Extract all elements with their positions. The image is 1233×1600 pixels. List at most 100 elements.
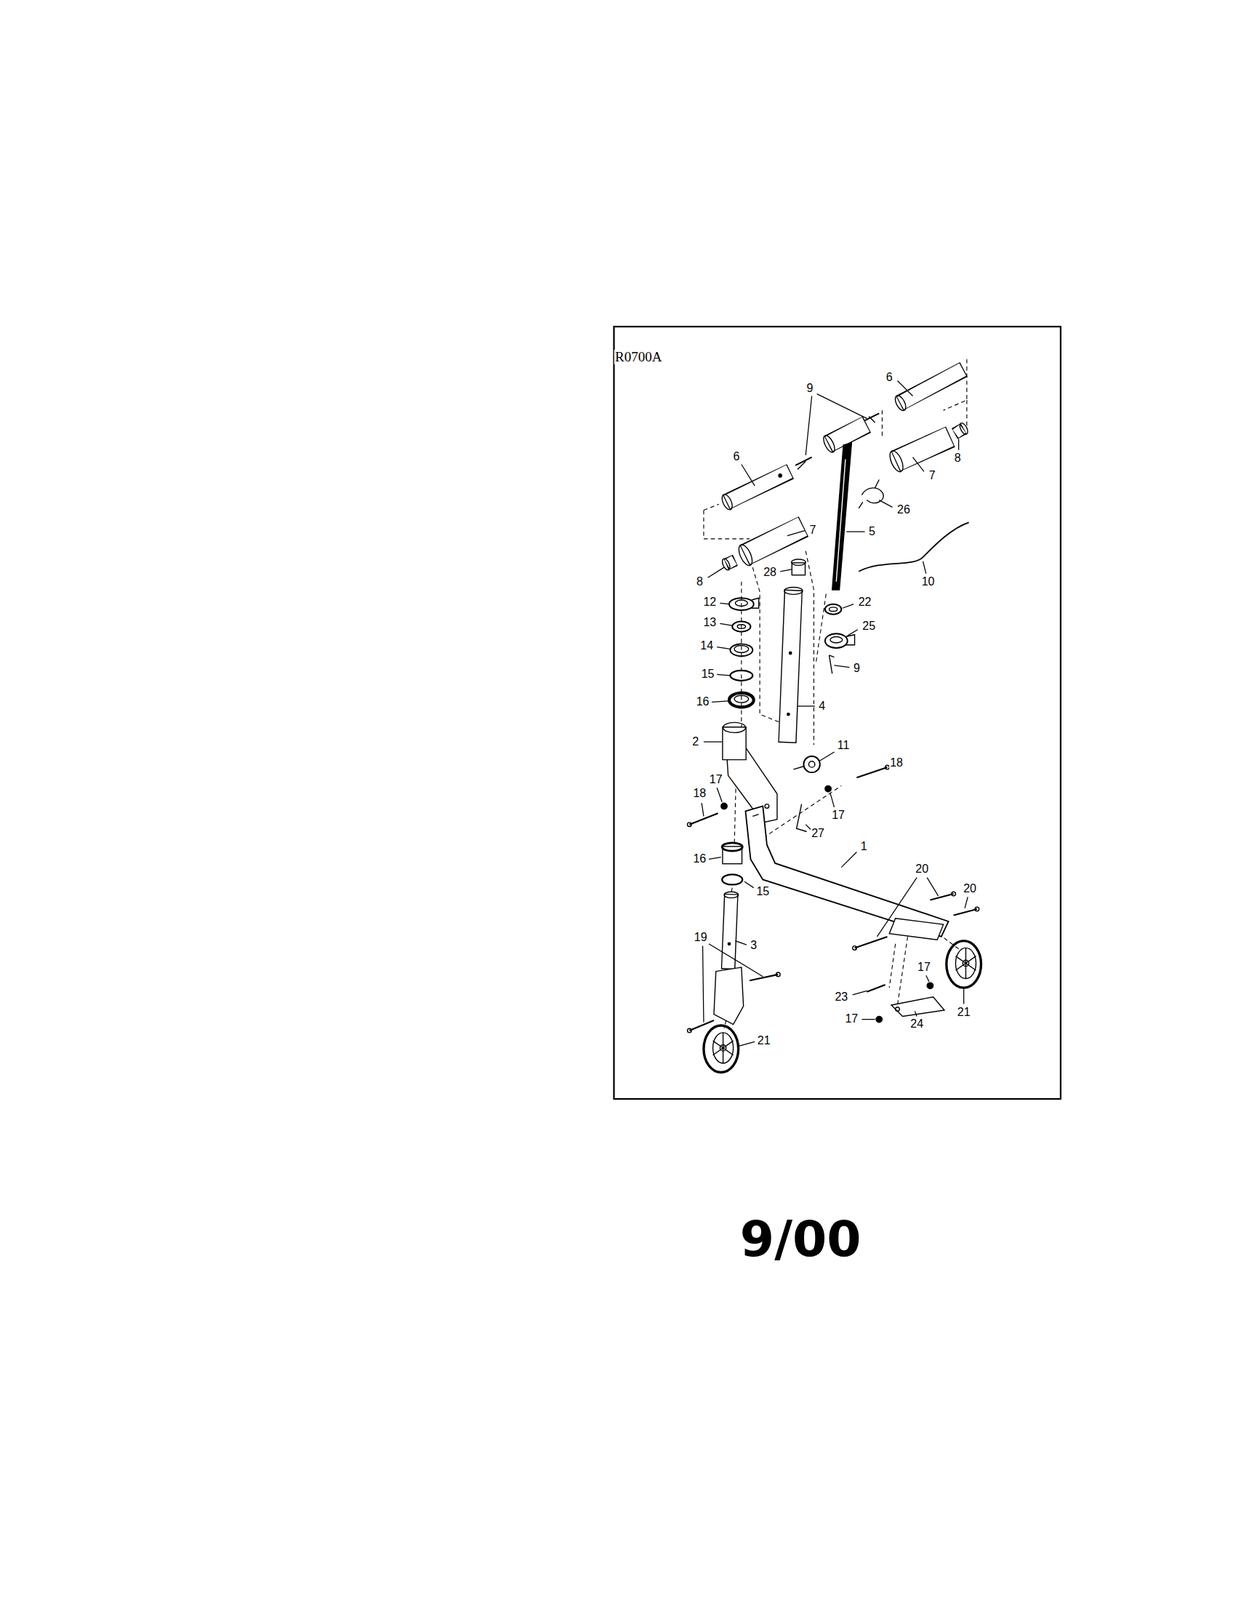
callout-number: 6 [885, 371, 894, 384]
callout-number: 17 [916, 960, 932, 973]
drawing-stroke [828, 424, 867, 445]
drawing-stroke [708, 857, 722, 860]
drawing-stroke [687, 822, 692, 827]
drawing-stroke [727, 471, 790, 502]
drawing-stroke [926, 974, 930, 981]
callout-number: 8 [953, 451, 962, 464]
drawing-stroke [830, 636, 843, 643]
drawing-stroke [716, 787, 722, 802]
drawing-stroke [729, 643, 753, 656]
callout-number: 28 [762, 566, 778, 579]
drawing-stroke [803, 756, 820, 773]
drawing-stroke [846, 530, 865, 532]
drawing-stroke [740, 581, 742, 727]
callout-number: 17 [708, 772, 724, 786]
drawing-stroke [721, 845, 743, 864]
drawing-stroke [836, 458, 846, 581]
brake-cable [858, 521, 970, 571]
drawing-stroke [703, 740, 722, 742]
cable-clamp [858, 479, 884, 509]
drawing-stroke [739, 1041, 755, 1046]
callout-number: 20 [914, 862, 930, 876]
callout-number: 18 [692, 787, 707, 800]
drawing-stroke [780, 569, 791, 572]
drawing-stroke [744, 526, 804, 555]
drawing-stroke [878, 500, 893, 508]
drawing-stroke [881, 410, 883, 439]
callout-number: 10 [921, 575, 936, 588]
drawing-stroke [752, 814, 759, 817]
drawing-stroke [825, 633, 848, 648]
drawing-stroke [687, 1027, 692, 1033]
callout-number: 8 [695, 575, 704, 588]
revision-date: 9/00 [739, 1213, 863, 1265]
drawing-stroke [721, 802, 728, 809]
callout-number: 20 [962, 881, 978, 895]
drawing-stroke [701, 802, 704, 816]
drawing-stroke [711, 700, 728, 702]
drawing-stroke [805, 551, 814, 746]
drawing-stroke [914, 1010, 917, 1016]
assembly-lines [703, 359, 967, 1028]
drawing-stroke [955, 947, 976, 978]
drawing-stroke [795, 457, 812, 466]
drawing-stroke [830, 792, 835, 807]
drawing-stroke [852, 990, 868, 995]
drawing-stroke [735, 940, 746, 946]
drawing-stroke [745, 805, 949, 937]
drawing-stroke [895, 1006, 901, 1012]
drawing-stroke [852, 945, 858, 951]
drawing-stroke [716, 647, 730, 650]
deck [745, 805, 949, 940]
callout-number: 4 [817, 699, 826, 712]
drawing-stroke [732, 621, 751, 632]
drawing-stroke [808, 761, 815, 767]
drawing-stroke [744, 881, 754, 887]
drawing-stroke [891, 996, 945, 1017]
drawing-stroke [745, 526, 803, 555]
drawing-stroke [876, 1015, 882, 1022]
drawing-stroke [787, 530, 805, 536]
drawing-stroke [825, 604, 842, 615]
drawing-stroke [897, 380, 913, 396]
drawing-stroke [723, 721, 746, 733]
drawing-stroke [764, 804, 770, 809]
drawing-stroke [703, 1025, 739, 1073]
drawing-stroke [703, 943, 764, 1023]
callout-number: 14 [699, 639, 714, 653]
drawing-stroke [958, 438, 959, 450]
callout-number: 16 [695, 695, 711, 709]
drawing-stroke [787, 712, 790, 715]
drawing-stroke [716, 673, 730, 675]
drawing-stroke [866, 984, 885, 992]
drawing-stroke [787, 590, 794, 742]
drawing-stroke [847, 629, 858, 636]
drawing-stroke [734, 695, 749, 703]
drawing-stroke [876, 877, 938, 937]
drawing-stroke [841, 852, 857, 868]
drawing-stroke [721, 842, 743, 851]
drawing-stroke [713, 966, 744, 1025]
drawing-stroke [741, 463, 755, 485]
drawing-stroke [946, 940, 982, 988]
drawing-stroke [720, 557, 732, 572]
callout-number: 21 [956, 1005, 972, 1018]
drawing-code: R0700A [614, 349, 663, 365]
drawing-stroke [886, 448, 906, 474]
drawing-stroke [929, 893, 954, 900]
drawing-stroke [721, 726, 747, 760]
drawing-stroke [788, 651, 791, 654]
drawing-stroke [729, 692, 754, 708]
callout-number: 16 [692, 852, 707, 866]
drawing-stroke [825, 785, 831, 791]
drawing-stroke [734, 644, 749, 653]
callout-number: 7 [809, 524, 818, 537]
drawing-stroke [721, 873, 743, 885]
drawing-stroke [974, 906, 980, 911]
callout-number: 17 [830, 808, 846, 821]
callout-number: 19 [693, 931, 709, 944]
stem-clamp [825, 604, 855, 674]
drawing-stroke [818, 751, 834, 762]
